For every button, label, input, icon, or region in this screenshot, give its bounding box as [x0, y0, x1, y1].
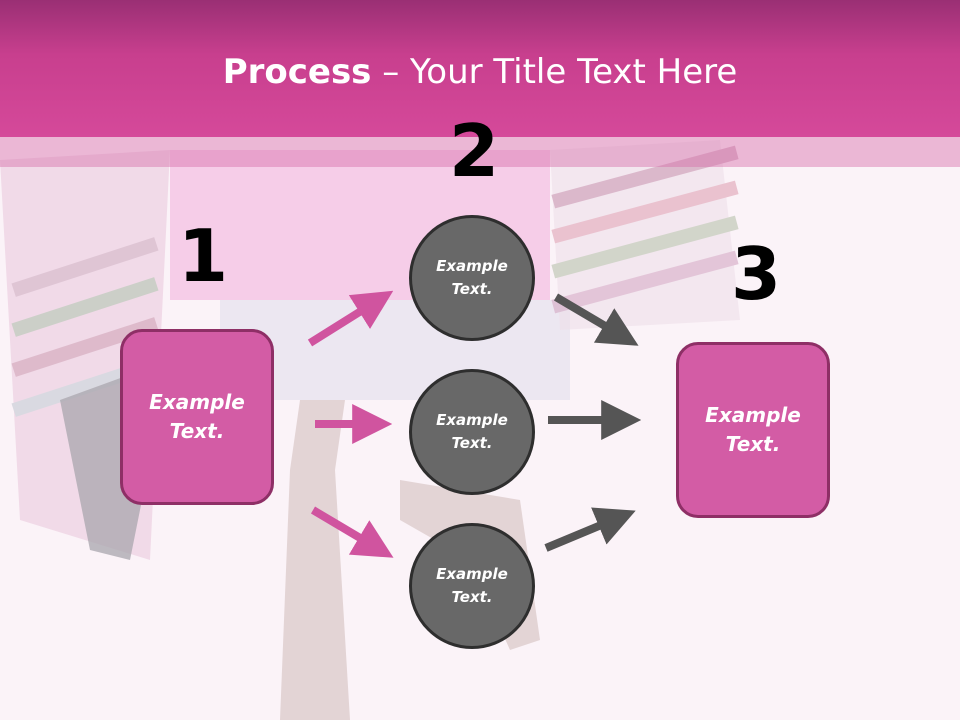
step-2-circle-bottom: Example Text.: [409, 523, 535, 649]
step-2-circle-middle: Example Text.: [409, 369, 535, 495]
step-1-box: Example Text.: [120, 329, 274, 505]
arrow-from-circle-top: [553, 293, 639, 346]
title-bold: Process: [222, 52, 372, 92]
title-band: [0, 137, 960, 167]
title-rest: – Your Title Text Here: [371, 52, 738, 92]
step-3-box: Example Text.: [676, 342, 830, 518]
step-number-1: 1: [178, 214, 229, 298]
arrow-to-circle-bottom: [310, 506, 394, 558]
slide-title: Process – Your Title Text Here: [0, 52, 960, 92]
arrow-from-circle-bottom: [544, 507, 636, 552]
arrow-to-circle-top: [307, 290, 394, 347]
step-2-circle-top: Example Text.: [409, 215, 535, 341]
circle-bottom-label: Example Text.: [436, 565, 508, 606]
step-number-3: 3: [731, 232, 782, 316]
circle-middle-label: Example Text.: [436, 411, 508, 452]
circle-top-label: Example Text.: [436, 257, 508, 298]
title-bar: [0, 0, 960, 137]
step-3-label: Example Text.: [705, 403, 801, 456]
step-number-2: 2: [449, 109, 500, 193]
step-1-label: Example Text.: [149, 390, 245, 443]
